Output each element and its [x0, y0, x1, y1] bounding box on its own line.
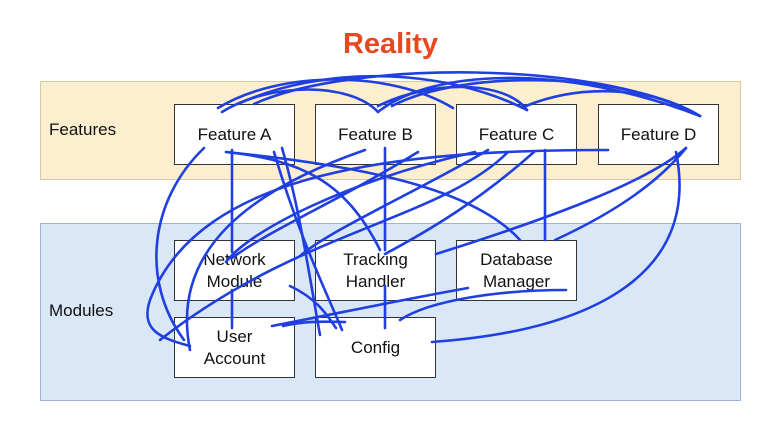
tracking-handler-box: Tracking Handler: [315, 240, 436, 301]
features-layer-label: Features: [49, 120, 117, 139]
feature-c-box: Feature C: [456, 104, 577, 165]
feature-b-box: Feature B: [315, 104, 436, 165]
modules-layer-label: Modules: [49, 301, 114, 320]
network-module-box: Network Module: [174, 240, 295, 301]
config-box: Config: [315, 317, 436, 378]
feature-a-box: Feature A: [174, 104, 295, 165]
user-account-box: User Account: [174, 317, 295, 378]
feature-d-box: Feature D: [598, 104, 719, 165]
database-manager-box: Database Manager: [456, 240, 577, 301]
diagram-title: Reality: [342, 28, 439, 60]
